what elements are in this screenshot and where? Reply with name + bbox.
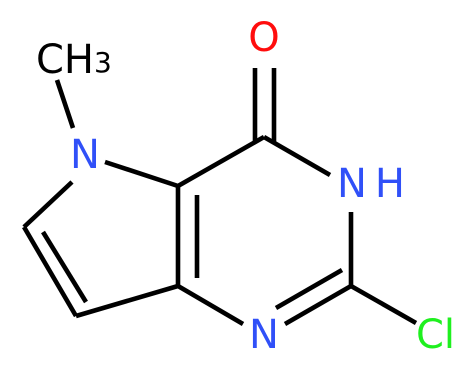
atom-methyl-subscript: 3 bbox=[94, 46, 112, 79]
atom-chlorine: Cl bbox=[416, 312, 455, 358]
bonds bbox=[22, 68, 418, 326]
bond-c4-n3 bbox=[262, 135, 332, 177]
bond-c6-c7-b bbox=[41, 230, 88, 304]
bond-c6-c7-a bbox=[22, 225, 78, 318]
bond-c4-c4a bbox=[176, 135, 266, 188]
atom-oxygen: O bbox=[248, 15, 279, 61]
atom-nitrogen-3-hydrogen: H bbox=[375, 161, 405, 207]
bond-c4a-n5 bbox=[104, 159, 179, 189]
bond-c2-n1-b bbox=[274, 268, 344, 310]
atom-methyl: CH3 bbox=[36, 37, 112, 83]
atom-nitrogen-5: N bbox=[70, 132, 100, 178]
bond-n5-ch3 bbox=[54, 79, 76, 129]
atom-nitrogen-3-symbol: N bbox=[337, 161, 367, 207]
bond-n5-c6 bbox=[22, 180, 74, 229]
bond-c2-cl bbox=[349, 284, 418, 325]
bond-n1-c7a bbox=[176, 284, 245, 326]
atom-nitrogen-1: N bbox=[249, 312, 279, 358]
atom-methyl-symbol: CH bbox=[36, 37, 94, 83]
bond-c2-n1-a bbox=[283, 284, 353, 326]
bond-c7-c7a bbox=[75, 283, 179, 319]
